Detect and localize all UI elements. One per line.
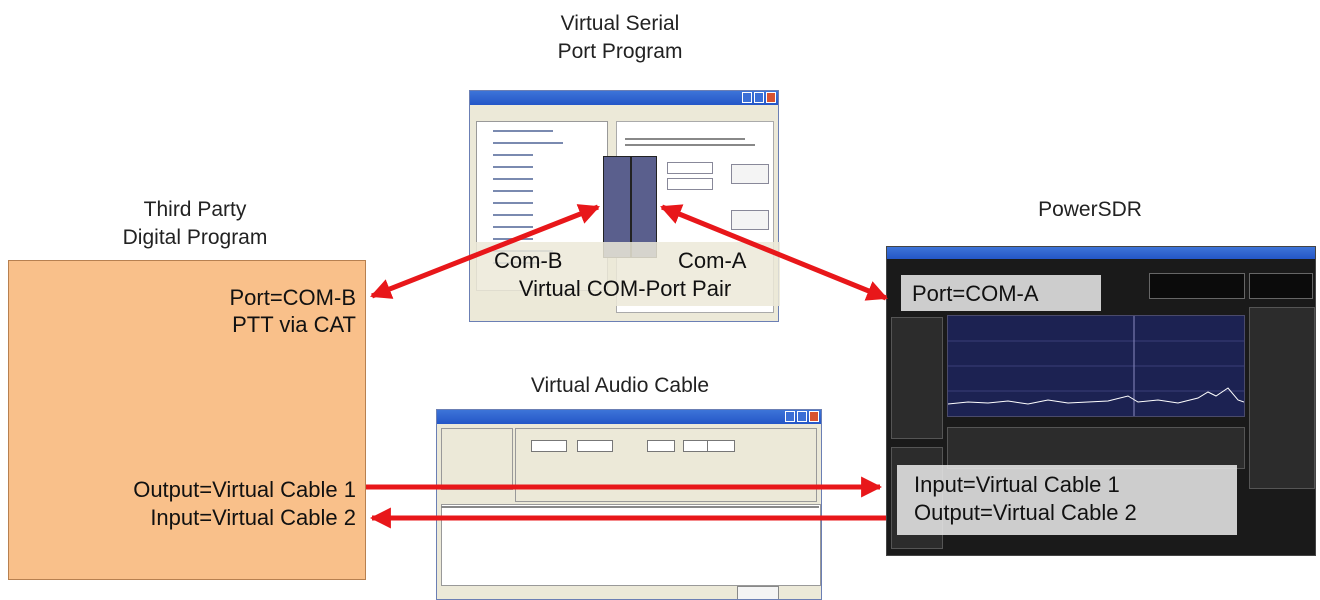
maximize-icon	[797, 411, 807, 422]
powersdr-audio-backdrop	[897, 465, 1237, 535]
close-icon	[809, 411, 819, 422]
powersdr-audio-labels: Input=Virtual Cable 1 Output=Virtual Cab…	[914, 471, 1137, 527]
arrow-com-b	[370, 204, 600, 299]
third-output-label: Output=Virtual Cable 1	[133, 477, 356, 502]
right-controls	[1249, 307, 1315, 489]
third-ptt-label: PTT via CAT	[232, 312, 356, 337]
serial-window-titlebar	[470, 91, 778, 105]
minimize-icon	[785, 411, 795, 422]
maximize-icon	[754, 92, 764, 103]
arrow-com-a	[660, 204, 888, 301]
audio-cable-title: Virtual Audio Cable	[530, 374, 710, 397]
serial-title-line2: Port Program	[557, 40, 683, 63]
virtual-port-pair-block	[603, 156, 657, 258]
third-title-line2: Digital Program	[122, 226, 268, 249]
spectrum-display	[947, 315, 1245, 417]
third-input-label: Input=Virtual Cable 2	[150, 505, 356, 530]
third-party-port-labels: Port=COM-B PTT via CAT	[140, 284, 356, 338]
powersdr-input-label: Input=Virtual Cable 1	[914, 472, 1120, 497]
signal-meter-display	[1249, 273, 1313, 299]
third-party-program-box	[8, 260, 366, 580]
third-port-label: Port=COM-B	[229, 285, 356, 310]
serial-program-title: Virtual Serial Port Program	[480, 10, 760, 66]
powersdr-title: PowerSDR	[1038, 198, 1142, 221]
audio-window-titlebar	[437, 410, 821, 424]
powersdr-port-backdrop	[901, 275, 1101, 311]
left-controls	[891, 317, 943, 439]
powersdr-titlebar	[887, 247, 1315, 259]
audio-cable-window	[436, 409, 822, 600]
minimize-icon	[742, 92, 752, 103]
frequency-display	[1149, 273, 1245, 299]
powersdr-output-label: Output=Virtual Cable 2	[914, 500, 1137, 525]
spectrum-trace	[947, 316, 1245, 416]
third-party-title: Third Party Digital Program	[60, 196, 330, 252]
serial-title-line1: Virtual Serial	[560, 12, 680, 35]
powersdr-window	[886, 246, 1316, 556]
close-icon	[766, 92, 776, 103]
powersdr-port-label: Port=COM-A	[912, 281, 1039, 306]
third-title-line1: Third Party	[143, 198, 247, 221]
third-party-audio-labels: Output=Virtual Cable 1 Input=Virtual Cab…	[20, 476, 356, 532]
